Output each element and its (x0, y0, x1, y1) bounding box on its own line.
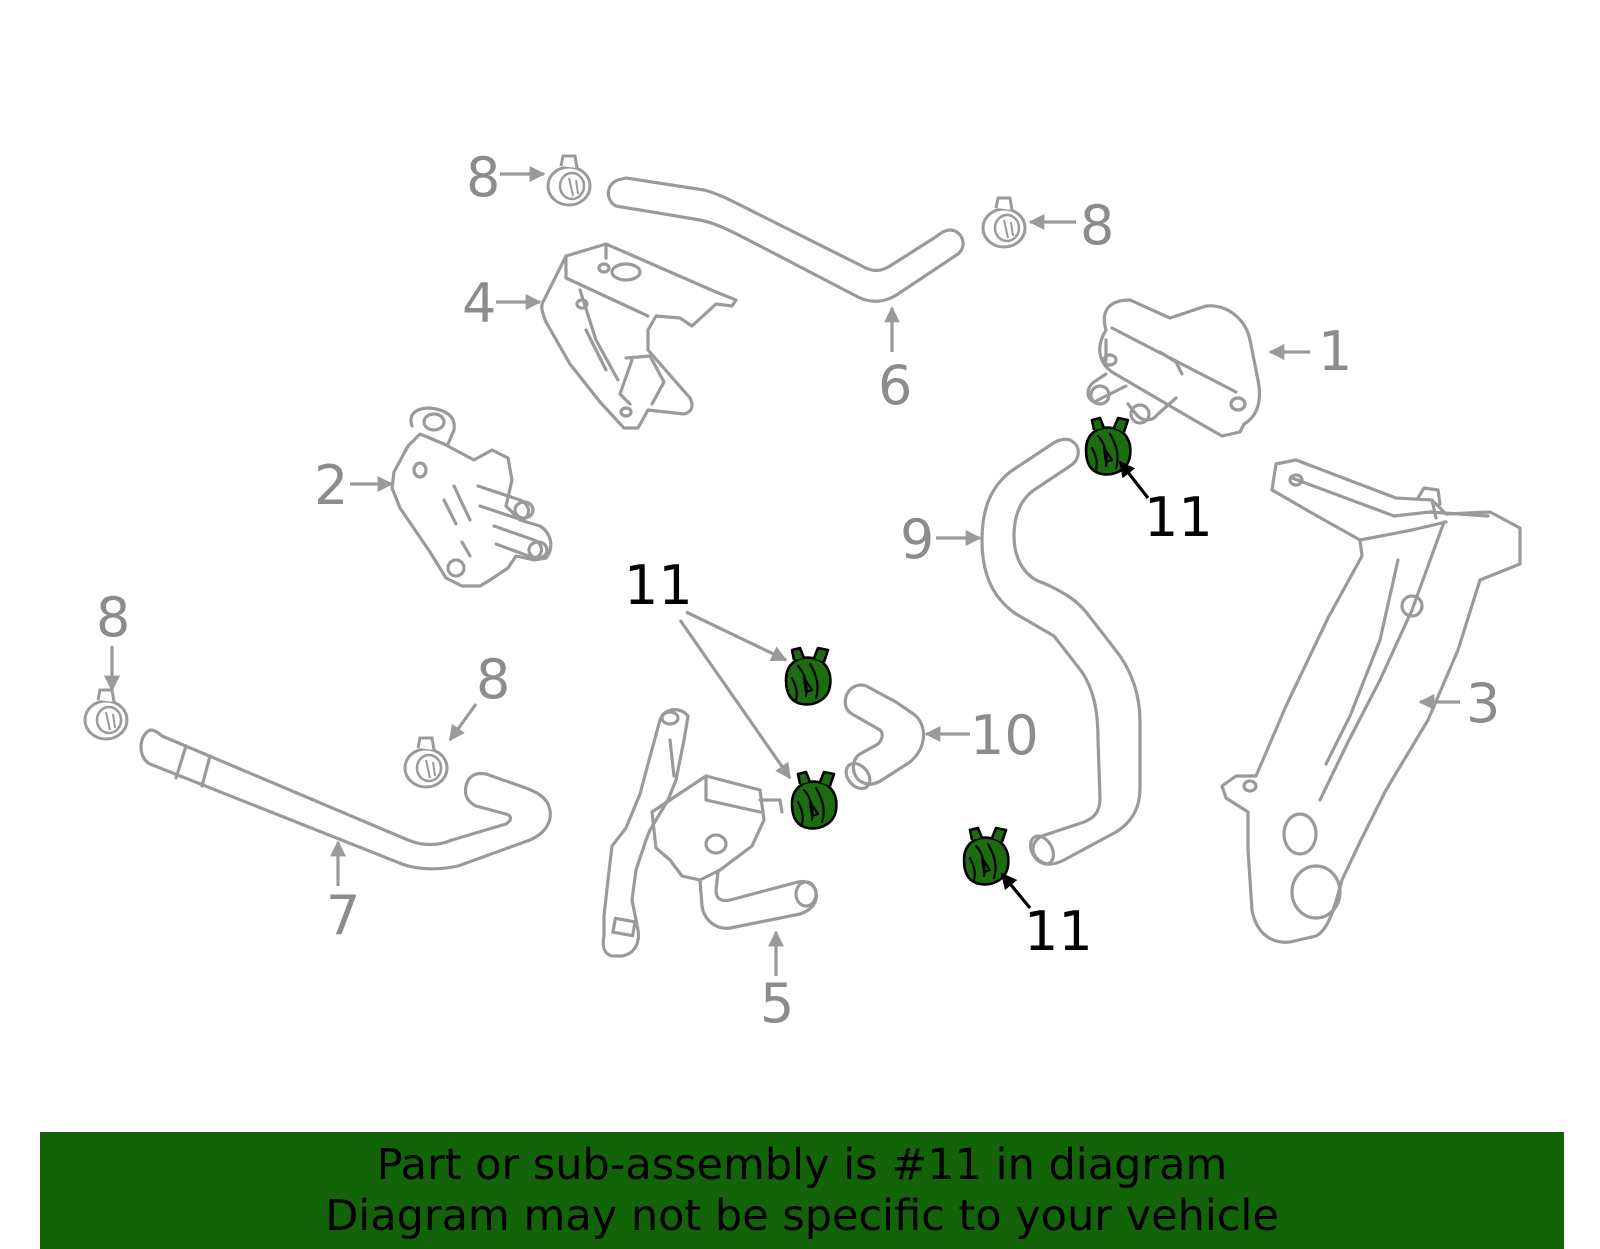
callout-8-mid: 8 (476, 648, 510, 711)
callout-1: 1 (1318, 320, 1352, 383)
clamp-11-lower-center[interactable] (790, 770, 838, 830)
hose-6 (606, 176, 965, 303)
callout-11-center: 11 (624, 554, 693, 617)
info-banner: Part or sub-assembly is #11 in diagram D… (40, 1132, 1564, 1249)
callout-11-bottom: 11 (1024, 900, 1093, 963)
hose-10 (843, 683, 926, 791)
callout-8-left: 8 (96, 586, 130, 649)
callout-3: 3 (1466, 672, 1500, 735)
hose-7 (139, 728, 552, 871)
callout-10: 10 (970, 704, 1039, 767)
clamp-8-left (83, 688, 129, 741)
callout-5: 5 (760, 972, 794, 1035)
clamp-8-mid (403, 736, 449, 789)
clamp-11-upper-center[interactable] (784, 646, 832, 706)
callout-8-right: 8 (1080, 194, 1114, 257)
valve-1 (1086, 298, 1262, 438)
callout-8-top: 8 (466, 146, 500, 209)
callout-6: 6 (878, 354, 912, 417)
callout-11-right: 11 (1144, 486, 1213, 549)
banner-line-2: Diagram may not be specific to your vehi… (325, 1190, 1279, 1241)
bracket-3 (1220, 458, 1522, 944)
banner-line-1: Part or sub-assembly is #11 in diagram (376, 1139, 1228, 1190)
callout-9: 9 (900, 508, 934, 571)
valve-2 (390, 406, 553, 588)
clamp-8-right (981, 196, 1027, 249)
valve-5 (601, 708, 818, 958)
leader-lines (104, 166, 1460, 976)
clamp-8-top (546, 154, 592, 207)
callout-4: 4 (462, 272, 496, 335)
callout-7: 7 (326, 884, 360, 947)
callout-2: 2 (314, 454, 348, 517)
hose-9 (980, 437, 1142, 866)
bracket-4 (540, 242, 738, 430)
